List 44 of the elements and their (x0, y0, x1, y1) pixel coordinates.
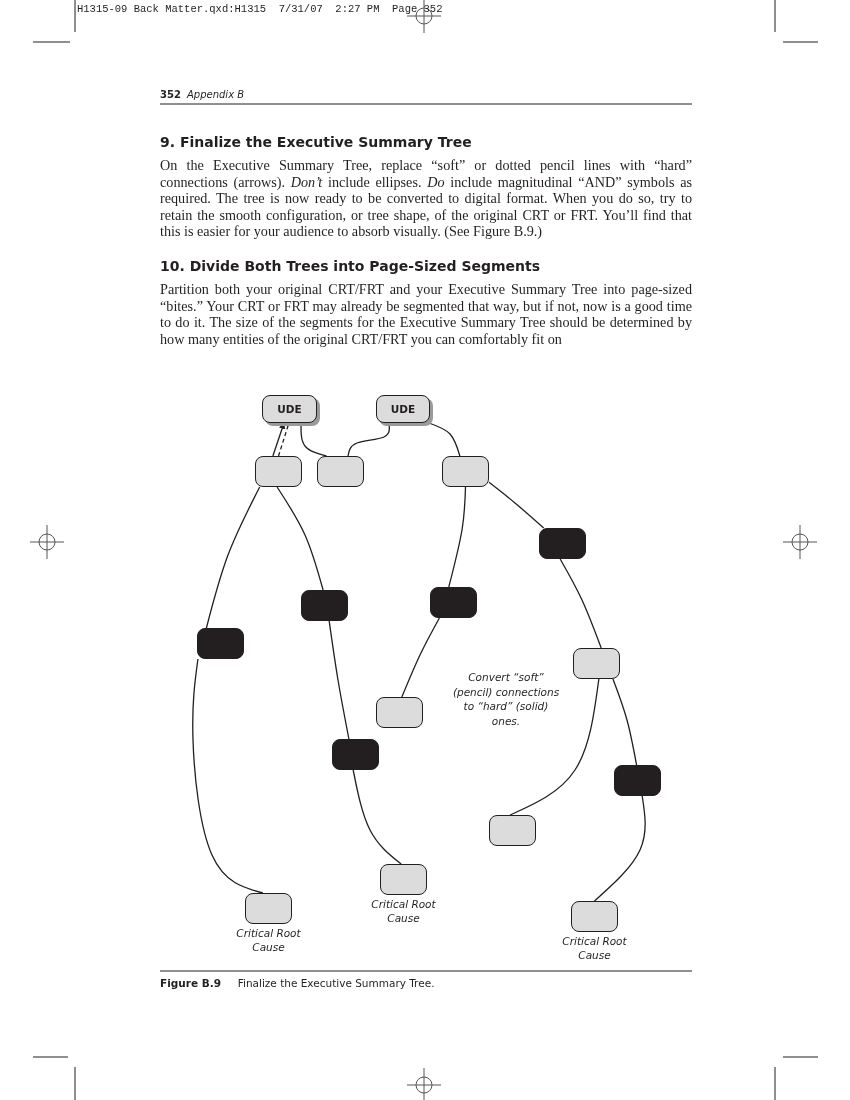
entity-box (197, 628, 244, 659)
connector-line (488, 481, 545, 529)
entity-box (255, 456, 302, 487)
slug-line: H1315-09 Back Matter.qxd:H1315 7/31/07 2:27 PM Page 352 (77, 3, 444, 15)
node-caption: Critical Root Cause (561, 934, 628, 962)
page-number: 352 (160, 89, 182, 100)
entity-box (332, 739, 379, 770)
paragraph: Partition both your original CRT/FRT and your Executive Summary Tree into page-sized “bites.” Your CRT or FRT may already be segmented that way, but if not, now is a good time to do it. The size of the segments for the Executive Summary Tree should be determined by how many entities of the original CRT/FRT you can comfortably fit on (160, 281, 692, 347)
effect-box (376, 395, 430, 423)
section-heading: 10. Divide Both Trees into Page-Sized Segments (160, 258, 542, 274)
connector-line (352, 769, 402, 865)
connector-line (328, 620, 350, 740)
entity-box (317, 456, 364, 487)
entity-box (376, 697, 423, 728)
effect-box (262, 395, 317, 423)
node-label: UDE (390, 403, 416, 415)
entity-box (614, 765, 661, 796)
entity-box (380, 864, 427, 895)
connector-line (559, 558, 602, 649)
entity-box (539, 528, 586, 559)
connector-line (205, 486, 261, 629)
connector-line (428, 422, 461, 457)
running-header: Appendix B (187, 89, 246, 100)
entity-box (245, 893, 292, 924)
entity-box (573, 648, 620, 679)
entity-box (442, 456, 489, 487)
entity-box (430, 587, 477, 618)
node-label: UDE (277, 403, 302, 415)
section-heading: 9. Finalize the Executive Summary Tree (160, 134, 473, 150)
entity-box (571, 901, 618, 932)
node-caption: Critical Root Cause (235, 926, 302, 954)
entity-box (489, 815, 536, 846)
figure-caption: Figure B.9 Finalize the Executive Summary Tree. (160, 977, 436, 989)
entity-box (301, 590, 348, 621)
paragraph: On the Executive Summary Tree, replace “soft” or dotted pencil lines with “hard” connections (arrows). Don’t include ellipses. Do include magnitudinal “AND” symbols as required. The tree is now ready to be converted to digital format. When you do so, try to retain the smooth configuration, or tree shape, of the original CRT or FRT. You’ll find that this is easier for your audience to absorb visually. (See Figure B.9.) (160, 157, 692, 240)
connector-line (593, 795, 646, 902)
connector-line (509, 678, 600, 816)
annotation-note: Convert “soft” (pencil) connections to “hard” (solid) ones. (451, 670, 561, 728)
node-caption: Critical Root Cause (370, 897, 437, 925)
connector-line (448, 486, 467, 588)
connector-line (612, 678, 638, 766)
connector-line (401, 617, 441, 698)
connector-line (192, 658, 264, 894)
connector-line (276, 486, 324, 591)
